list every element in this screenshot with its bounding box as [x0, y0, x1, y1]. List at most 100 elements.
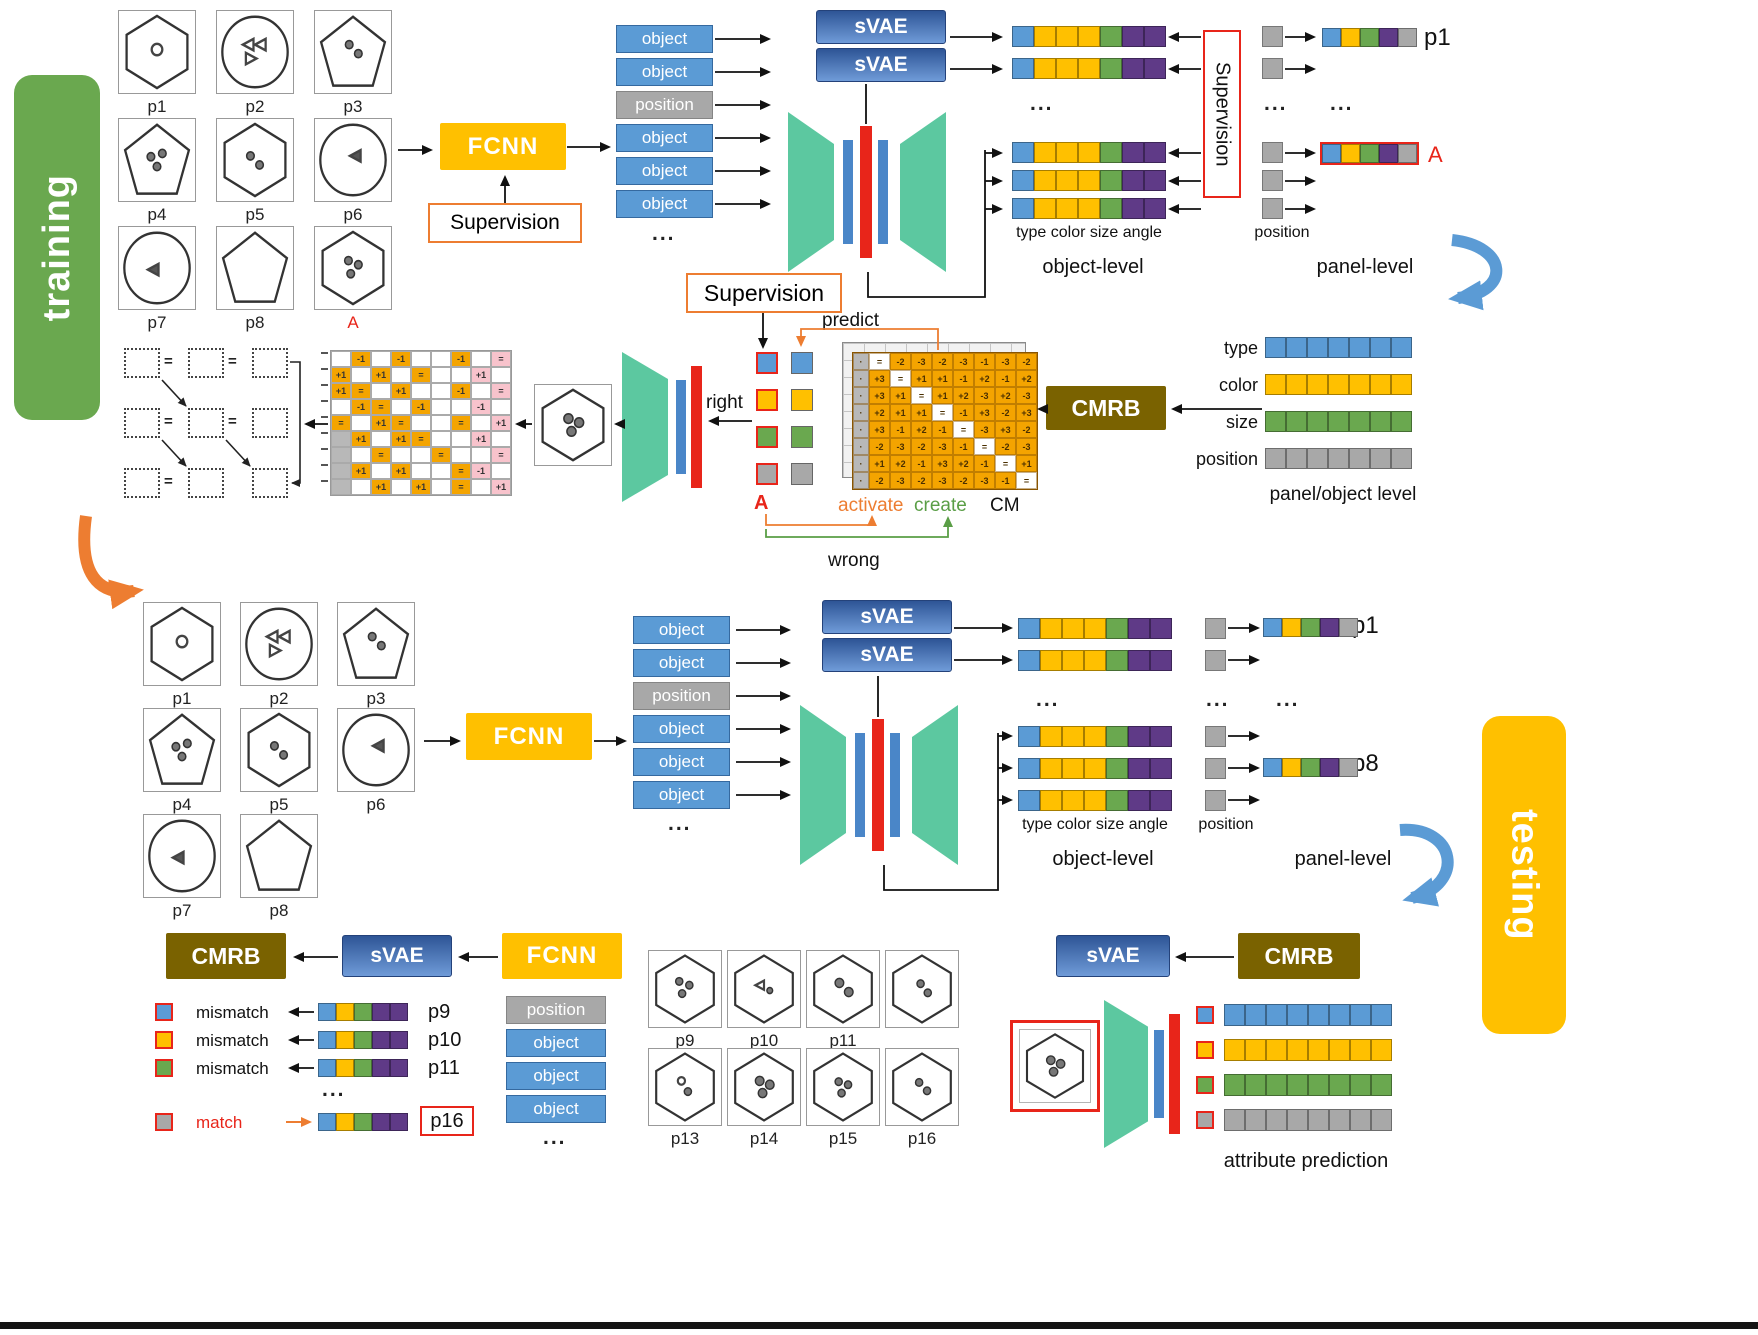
ellipsis: ... — [1030, 92, 1054, 115]
attr-cell-yellow — [1056, 198, 1078, 219]
cm-cell: = — [953, 421, 974, 438]
p1-label-training: p1 — [1424, 24, 1451, 51]
comparison-cell — [391, 447, 411, 463]
panel-label: p10 — [749, 1031, 779, 1050]
attr-cell-green — [1360, 28, 1379, 47]
comparison-cell: +1 — [491, 415, 511, 431]
attr-cell-green — [1301, 758, 1320, 777]
attr-cell-yellow — [1224, 1039, 1245, 1061]
attr-cell-yellow — [1034, 142, 1056, 163]
attr-cell-blue — [318, 1031, 336, 1049]
object-stack-object: object — [633, 616, 730, 644]
dotted-panel — [124, 348, 160, 378]
attr-cell-purple — [372, 1059, 390, 1077]
panel-label: p15 — [828, 1129, 858, 1148]
attr-cell-green — [1308, 1074, 1329, 1096]
cm-cell: -3 — [1016, 438, 1037, 455]
attr-cell-yellow — [1062, 618, 1084, 639]
attr-cell-gray — [1349, 448, 1370, 469]
latent-bar-red — [691, 366, 702, 488]
dotted-panel — [252, 348, 288, 378]
comparison-cell — [431, 367, 451, 383]
attr-cell-green — [1286, 411, 1307, 432]
panel-label: p8 — [245, 313, 265, 332]
attr-cell-purple — [1379, 144, 1398, 163]
predict-a-cell — [756, 463, 778, 485]
attr-cell-blue — [1224, 1004, 1245, 1026]
attr-cell-blue — [1245, 1004, 1266, 1026]
panel-label: p6 — [343, 205, 363, 224]
dotted-panel — [252, 408, 288, 438]
fcnn-box-training: FCNN — [440, 123, 566, 170]
result-swatch — [155, 1113, 173, 1131]
latent-bar-blue — [878, 140, 888, 244]
panel-label: p5 — [269, 795, 289, 814]
cm-cell: -2 — [869, 472, 890, 489]
panel-level-bar-p1 — [1263, 618, 1358, 637]
comparison-cell: = — [391, 415, 411, 431]
panel-label: A — [347, 313, 359, 332]
comparison-cell: = — [491, 383, 511, 399]
cm-cell: +1 — [869, 455, 890, 472]
attr-cell-gray — [1329, 1109, 1350, 1131]
attr-cell-blue — [1018, 790, 1040, 811]
attr-cell-purple — [1128, 790, 1150, 811]
a-label-middle: A — [754, 492, 769, 514]
shape-panel-p7 — [118, 226, 196, 310]
attr-cell-purple — [372, 1003, 390, 1021]
attr-cell-yellow — [1308, 1039, 1329, 1061]
attr-cell-blue — [1322, 144, 1341, 163]
latent-bar-red — [1169, 1014, 1180, 1134]
position-cell — [1262, 142, 1283, 163]
comparison-cell: = — [411, 431, 431, 447]
comparison-cell — [431, 463, 451, 479]
attr-cell-green — [1100, 170, 1122, 191]
comparison-cell: = — [491, 351, 511, 367]
attr-cell-green — [1266, 1074, 1287, 1096]
comparison-cell: = — [451, 479, 471, 495]
shape-panel-blank — [885, 950, 959, 1028]
attr-cell-yellow — [1040, 618, 1062, 639]
attr-cell-green — [1224, 1074, 1245, 1096]
shape-panel-p1 — [118, 10, 196, 94]
attr-row-type — [1265, 337, 1412, 358]
attr-cell-blue — [1012, 142, 1034, 163]
shape-panel-p13 — [648, 1048, 722, 1126]
comparison-cell — [351, 447, 371, 463]
comparison-cell: +1 — [411, 479, 431, 495]
attr-cell-yellow — [336, 1113, 354, 1131]
comparison-cell: +1 — [391, 383, 411, 399]
panel-label: p7 — [147, 313, 167, 332]
svae-box-training-1: sVAE — [816, 10, 946, 44]
attr-cell-purple — [1150, 758, 1172, 779]
attr-cell-green — [1328, 411, 1349, 432]
cm-cell: -2 — [890, 353, 911, 370]
comparison-cell — [451, 447, 471, 463]
cm-cell: -1 — [953, 370, 974, 387]
panel-id: p9 — [428, 1001, 451, 1023]
ellipsis: ... — [652, 222, 676, 245]
attr-cell-blue — [318, 1113, 336, 1131]
panel-label: p13 — [670, 1129, 700, 1148]
svae-box-training-2: sVAE — [816, 48, 946, 82]
cm-matrix: ·=-2-3-2-3-1-3-2·+3=+1+1-1+2-1+2·+3+1=+1… — [852, 352, 1038, 490]
attr-cell-yellow — [1245, 1039, 1266, 1061]
fcnn-box-bottom: FCNN — [502, 933, 622, 979]
answer-panel — [534, 384, 612, 466]
object-stack-object: object — [506, 1095, 606, 1123]
panel-object-level-caption: panel/object level — [1269, 484, 1417, 505]
cm-cell: +1 — [890, 404, 911, 421]
comparison-cell — [411, 463, 431, 479]
cm-cell: -2 — [932, 353, 953, 370]
cm-cell: -3 — [890, 438, 911, 455]
object-level-row — [1018, 790, 1172, 811]
comparison-cell — [371, 383, 391, 399]
match-label: mismatch — [196, 1059, 269, 1078]
comparison-cell — [451, 367, 471, 383]
attr-cell-yellow — [1034, 170, 1056, 191]
object-stack-object: object — [506, 1062, 606, 1090]
comparison-cell: = — [491, 447, 511, 463]
comparison-cell — [331, 463, 351, 479]
comparison-cell — [351, 367, 371, 383]
cm-cell: = — [974, 438, 995, 455]
